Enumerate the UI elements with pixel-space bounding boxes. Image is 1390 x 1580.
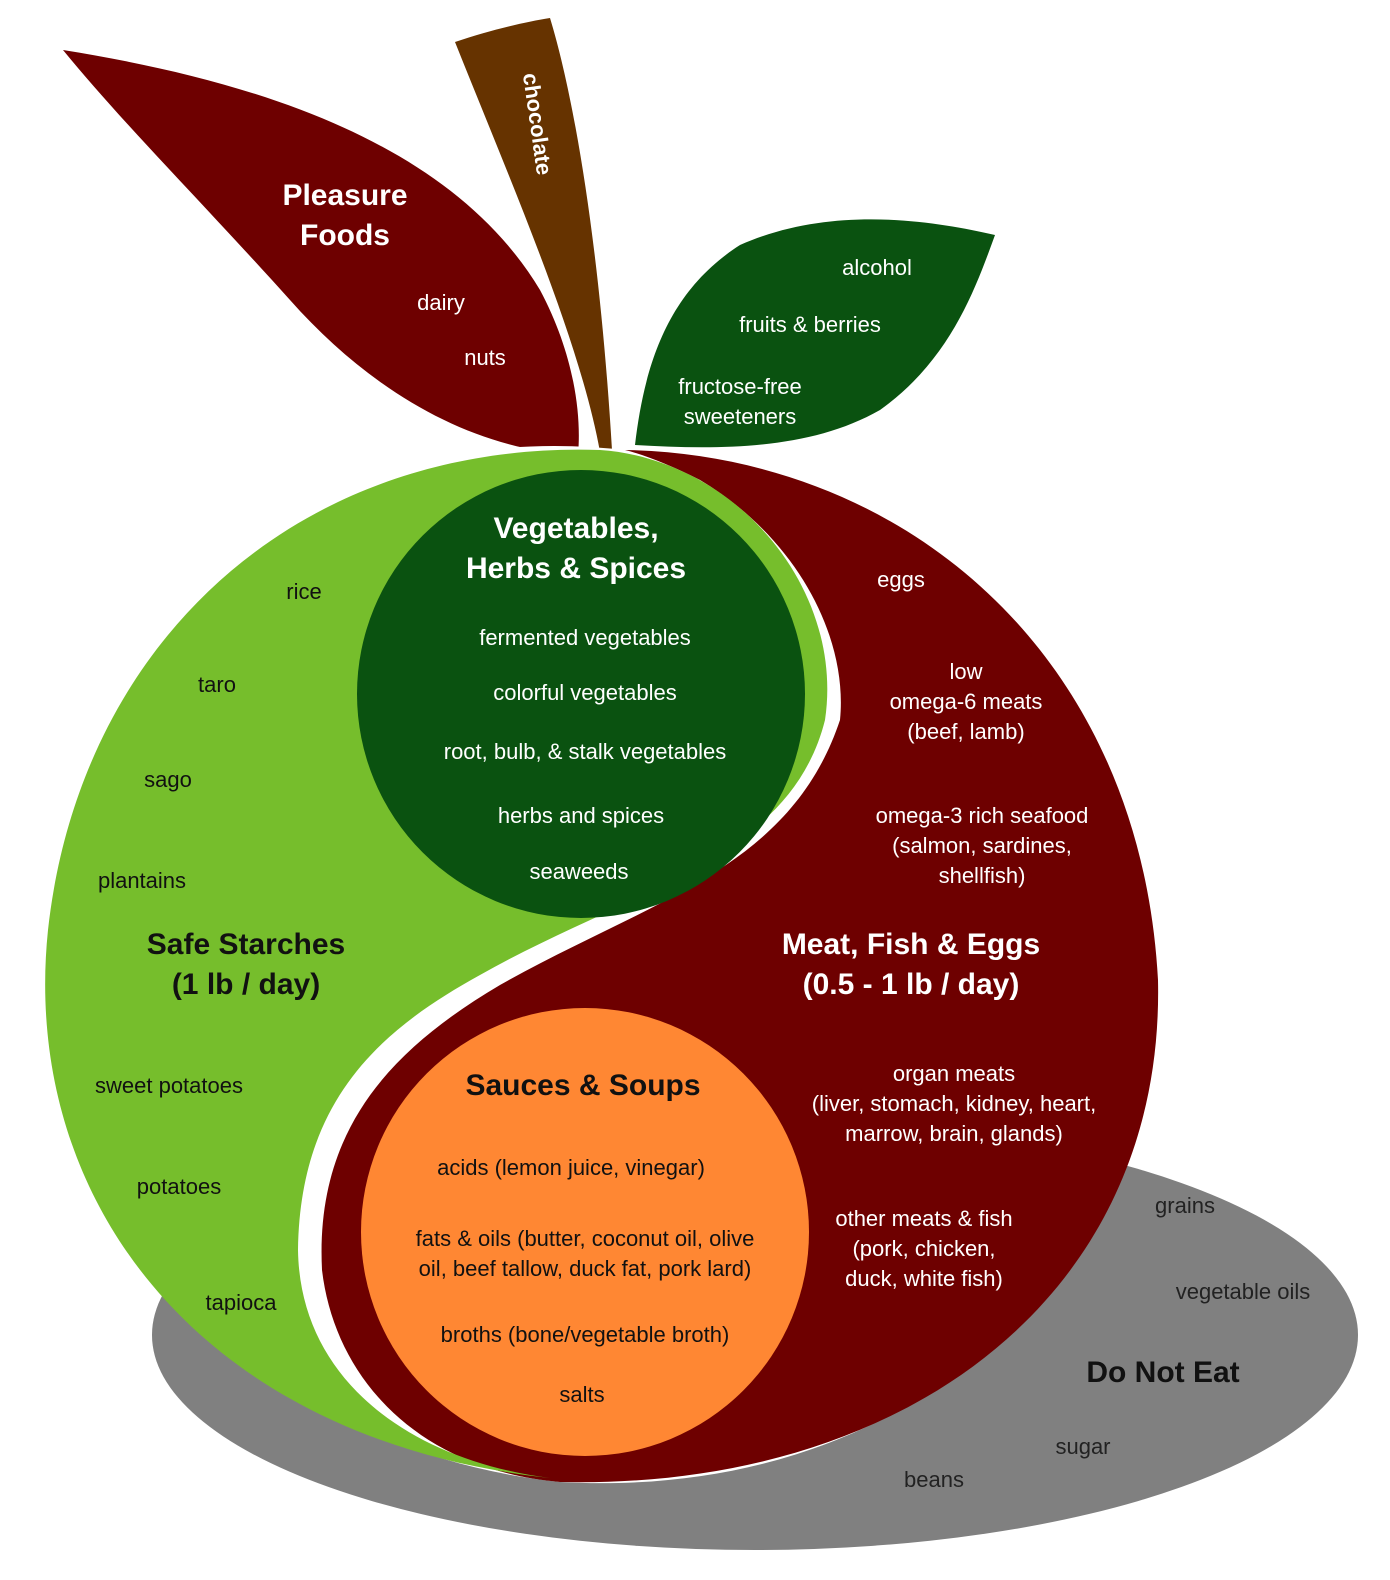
meat-title: Meat, Fish & Eggs (0.5 - 1 lb / day) xyxy=(781,928,1041,1001)
do-not-eat-title: Do Not Eat xyxy=(1086,1356,1240,1389)
leaf-item-alcohol: alcohol xyxy=(842,255,912,280)
starch-item-sago: sago xyxy=(144,767,192,792)
pleasure-item-dairy: dairy xyxy=(417,290,465,315)
sauce-item-fats-oils: fats & oils (butter, coconut oil, olive … xyxy=(415,1226,755,1281)
pleasure-item-nuts: nuts xyxy=(464,345,506,370)
veg-item-root: root, bulb, & stalk vegetables xyxy=(443,739,727,764)
starch-item-sweet-potatoes: sweet potatoes xyxy=(95,1073,243,1098)
dne-item-vegetable-oils: vegetable oils xyxy=(1175,1279,1311,1304)
sauces-title: Sauces & Soups xyxy=(465,1069,701,1102)
leaf-item-sweeteners: fructose-free sweeteners xyxy=(678,374,802,429)
starch-item-taro: taro xyxy=(198,672,236,697)
sweeteners-leaf xyxy=(635,219,995,448)
veg-item-fermented: fermented vegetables xyxy=(479,625,691,650)
vegetables-title: Vegetables, Herbs & Spices xyxy=(465,512,687,585)
meat-item-other-meats: other meats & fish (pork, chicken, duck,… xyxy=(835,1206,1013,1291)
meat-item-eggs: eggs xyxy=(877,567,925,592)
starch-item-plantains: plantains xyxy=(97,868,187,893)
pleasure-foods-title: Pleasure Foods xyxy=(282,179,408,252)
leaf-item-fruits: fruits & berries xyxy=(739,312,881,337)
dne-item-grains: grains xyxy=(1155,1193,1215,1218)
sauces-circle xyxy=(361,1008,809,1456)
sauce-item-broths: broths (bone/vegetable broth) xyxy=(440,1322,730,1347)
sauce-item-acids: acids (lemon juice, vinegar) xyxy=(437,1155,705,1180)
starch-item-potatoes: potatoes xyxy=(136,1174,222,1199)
veg-item-colorful: colorful vegetables xyxy=(493,680,677,705)
safe-starches-title: Safe Starches (1 lb / day) xyxy=(146,928,346,1001)
veg-item-seaweeds: seaweeds xyxy=(529,859,629,884)
pleasure-foods-leaf xyxy=(63,50,579,455)
meat-item-omega3-seafood: omega-3 rich seafood (salmon, sardines, … xyxy=(875,803,1089,888)
starch-item-tapioca: tapioca xyxy=(205,1290,277,1315)
veg-item-herbs: herbs and spices xyxy=(497,803,665,828)
vegetables-circle xyxy=(357,470,805,918)
starch-item-rice: rice xyxy=(286,579,322,604)
dne-item-beans: beans xyxy=(904,1467,964,1492)
dne-item-sugar: sugar xyxy=(1055,1434,1111,1459)
meat-item-low-omega6: low omega-6 meats (beef, lamb) xyxy=(889,659,1043,744)
meat-item-organ-meats: organ meats (liver, stomach, kidney, hea… xyxy=(811,1061,1097,1146)
chocolate-stem xyxy=(455,18,612,452)
sauce-item-salts: salts xyxy=(559,1382,605,1407)
